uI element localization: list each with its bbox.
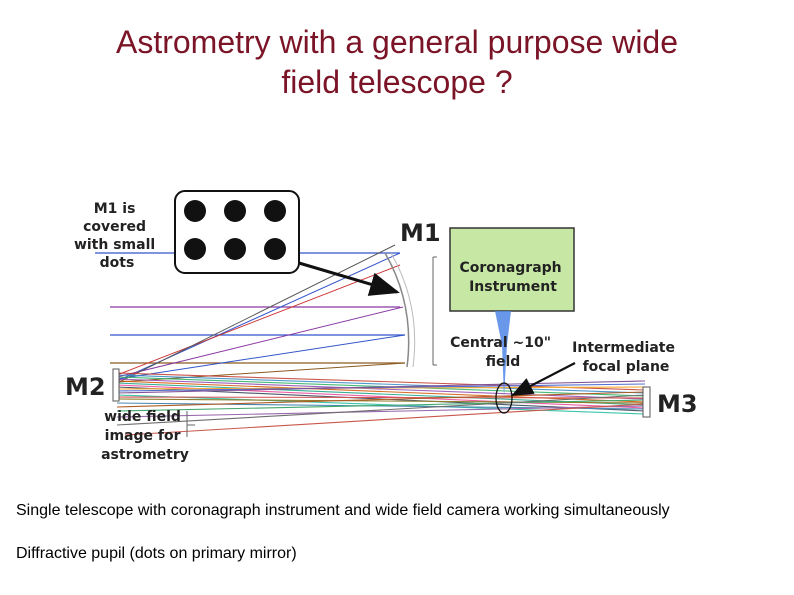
coronagraph-box <box>449 227 575 312</box>
title-line-2: field telescope ? <box>281 64 513 100</box>
telescope-diagram: M1 is covered with small dots M1 M2 M3 C… <box>65 190 698 463</box>
m3-mirror <box>642 386 651 418</box>
m2-mirror <box>112 368 120 402</box>
m2-to-m3-rays <box>116 372 646 436</box>
m1-mirror <box>384 252 410 368</box>
caption-simultaneous: Single telescope with coronagraph instru… <box>16 502 670 519</box>
intermediate-focal-plane-label: Intermediate focal plane <box>572 340 680 375</box>
m1-note: M1 is covered with small dots <box>74 201 160 271</box>
pupil-dot <box>184 200 206 222</box>
pupil-dot <box>264 238 286 260</box>
m2-label: M2 <box>65 373 106 401</box>
coronagraph-label: Coronagraph Instrument <box>459 260 566 295</box>
pupil-dot <box>224 200 246 222</box>
title-line-1: Astrometry with a general purpose wide <box>115 24 679 60</box>
central-field-beam <box>495 311 511 397</box>
central-field-label: Central ~10" field <box>450 335 556 370</box>
pupil-dot <box>264 200 286 222</box>
pupil-dots-box <box>174 190 300 274</box>
pupil-dot <box>224 238 246 260</box>
dots-arrow <box>298 261 400 296</box>
m1-label: M1 <box>400 219 441 247</box>
wide-field-label: wide field image for astrometry <box>101 409 189 463</box>
m3-label: M3 <box>657 390 698 418</box>
slide-title: Astrometry with a general purpose wide f… <box>0 22 794 102</box>
m1-bracket <box>432 256 437 366</box>
focal-plane-marker <box>495 382 513 414</box>
focal-plane-arrow <box>511 362 576 397</box>
pupil-dot <box>184 238 206 260</box>
caption-diffractive-pupil: Diffractive pupil (dots on primary mirro… <box>16 545 297 562</box>
